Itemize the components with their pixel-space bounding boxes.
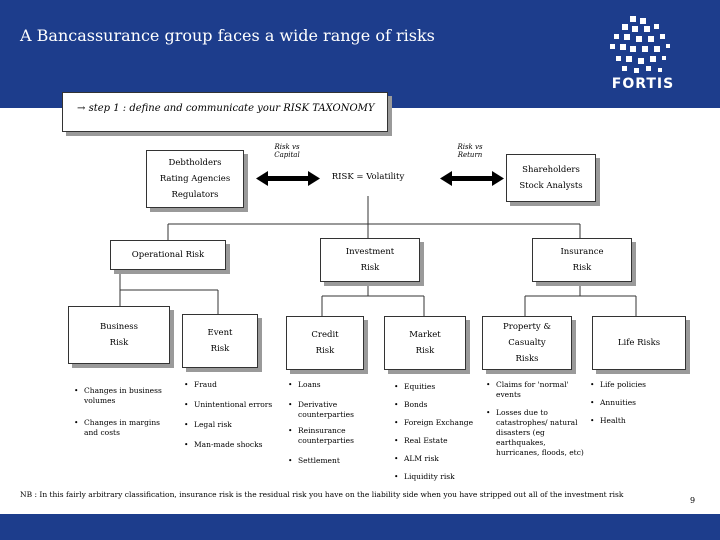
list-item: Health [590,416,686,426]
property-casualty-list: Claims for 'normal' events Losses due to… [486,380,586,458]
stakeholders-box: Debtholders Rating Agencies Regulators [146,150,244,208]
step-box: → step 1 : define and communicate your R… [62,92,388,132]
fortis-wordmark: FORTIS [611,76,675,92]
event-risk-list: Fraud Unintentional errors Legal risk Ma… [184,380,284,450]
market-risk-list: Equities Bonds Foreign Exchange Real Est… [394,382,480,482]
list-item: Reinsurance counterparties [288,426,374,446]
risk-vs-return-caption: Risk vs Return [457,143,483,159]
list-item: Derivative counterparties [288,400,374,420]
footnote: NB : In this fairly arbitrary classifica… [20,490,624,499]
business-risk-box: Business Risk [68,306,170,364]
list-item: Bonds [394,400,480,410]
fortis-logo-icon [610,16,670,73]
list-item: ALM risk [394,454,480,464]
list-item: Changes in business volumes [74,386,166,406]
list-item: Settlement [288,456,374,466]
market-risk-box: Market Risk [384,316,466,370]
list-item: Liquidity risk [394,472,480,482]
list-item: Fraud [184,380,284,390]
event-risk-box: Event Risk [182,314,258,368]
business-risk-list: Changes in business volumes Changes in m… [74,386,166,438]
list-item: Life policies [590,380,686,390]
credit-risk-list: Loans Derivative counterparties Reinsura… [288,380,374,466]
investment-risk-box: Investment Risk [320,238,420,282]
list-item: Changes in margins and costs [74,418,166,438]
header-bar [0,0,720,108]
shareholders-box: Shareholders Stock Analysts [506,154,596,202]
list-item: Losses due to catastrophes/ natural disa… [486,408,586,458]
risk-volatility-label: RISK = Volatility [331,172,405,182]
credit-risk-box: Credit Risk [286,316,364,370]
list-item: Annuities [590,398,686,408]
property-casualty-risk-box: Property & Casualty Risks [482,316,572,370]
slide-title: A Bancassurance group faces a wide range… [20,26,435,45]
page-number: 9 [690,496,696,505]
list-item: Loans [288,380,374,390]
list-item: Foreign Exchange [394,418,480,428]
life-risks-box: Life Risks [592,316,686,370]
step-text: step 1 : define and communicate your RIS… [88,103,375,114]
list-item: Man-made shocks [184,440,284,450]
arrow-right-icon: → [77,103,86,114]
footer-bar [0,514,720,540]
life-risks-list: Life policies Annuities Health [590,380,686,426]
operational-risk-box: Operational Risk [110,240,226,270]
list-item: Unintentional errors [184,400,284,410]
risk-vs-capital-caption: Risk vs Capital [274,143,300,159]
list-item: Claims for 'normal' events [486,380,586,400]
insurance-risk-box: Insurance Risk [532,238,632,282]
list-item: Legal risk [184,420,284,430]
list-item: Equities [394,382,480,392]
list-item: Real Estate [394,436,480,446]
